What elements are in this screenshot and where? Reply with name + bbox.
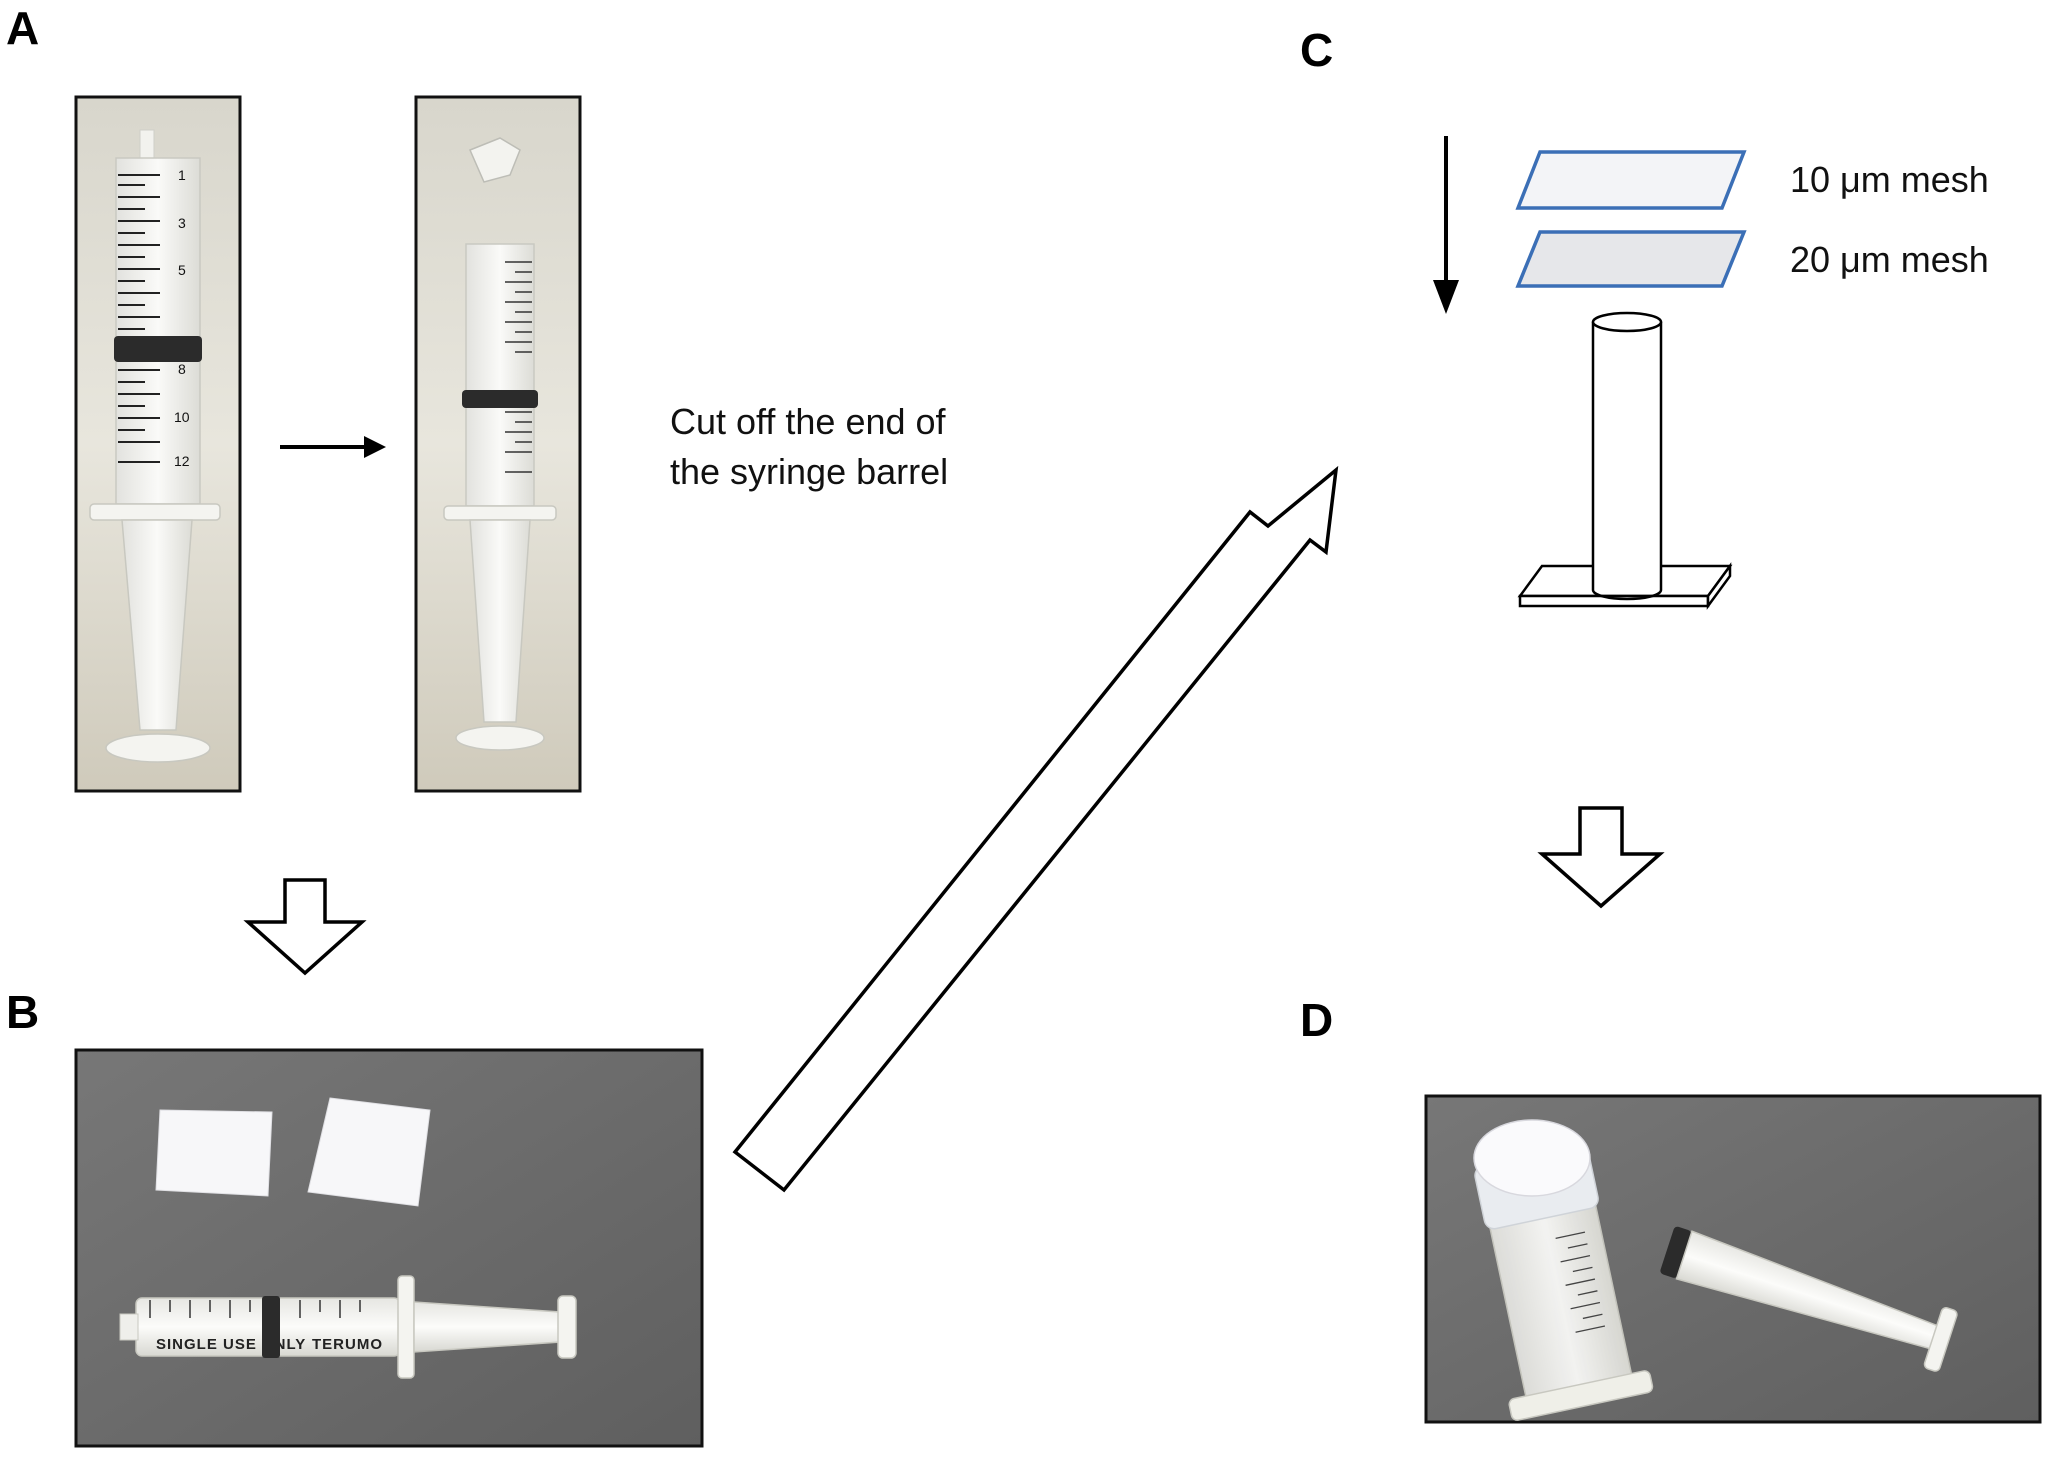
- caption-line-2: the syringe barrel: [670, 451, 948, 492]
- hollow-arrow-b-to-c: [732, 465, 1339, 1193]
- photo-cut-syringe: [414, 95, 582, 793]
- hollow-arrow-a-to-b: [243, 878, 367, 976]
- mesh-10um-label: 10 μm mesh: [1790, 159, 1989, 200]
- scale-number-8: 8: [178, 361, 186, 377]
- arrow-to-cut-syringe: [280, 436, 386, 458]
- barrel-scale: [118, 174, 160, 463]
- barrel-brand: TERUMO: [312, 1336, 383, 1353]
- scale-number-5: 5: [178, 262, 186, 278]
- rubber-stopper: [114, 336, 202, 362]
- cylinder-body: [1593, 322, 1661, 590]
- barrel-label: SINGLE USE ONLY: [156, 1336, 306, 1353]
- mesh-10um-sheet: [1515, 150, 1747, 210]
- panel-letter-a: A: [6, 2, 39, 54]
- photo-syringe-and-mesh: SINGLE USE ONLY TERUMO: [74, 1048, 704, 1448]
- scale-number-10: 10: [174, 409, 190, 425]
- cylinder-top: [1591, 311, 1663, 333]
- hollow-arrow-c-to-d: [1537, 806, 1665, 909]
- panel-letter-c: C: [1300, 24, 1333, 76]
- mesh-on-barrel-top: [1473, 1119, 1591, 1197]
- down-arrow-head: [1433, 280, 1459, 314]
- panel-letter-b: B: [6, 986, 39, 1038]
- scale-number-12: 12: [174, 453, 190, 469]
- mesh-square-1: [155, 1109, 273, 1197]
- mesh-20um-sheet: [1515, 230, 1747, 288]
- base-plate-side: [1706, 562, 1732, 610]
- mesh-square-2: [307, 1097, 431, 1207]
- mesh-20um-label: 20 μm mesh: [1790, 239, 1989, 280]
- photo-assembled-filter: [1424, 1094, 2042, 1424]
- panel-letter-d: D: [1300, 994, 1333, 1046]
- schematic-mesh-assembly: 10 μm mesh 20 μm mesh: [1433, 136, 1989, 610]
- scale-number-1: 1: [178, 167, 186, 183]
- scale-number-3: 3: [178, 215, 186, 231]
- photo-intact-syringe: 1 3 5 8 10 12: [74, 95, 242, 793]
- caption-line-1: Cut off the end of: [670, 401, 947, 442]
